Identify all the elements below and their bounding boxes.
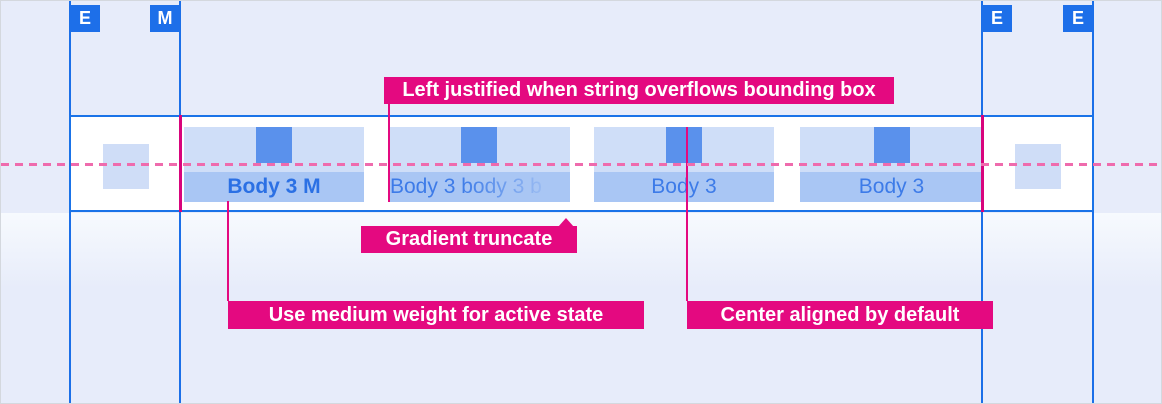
annotation-text: Gradient truncate xyxy=(385,228,553,250)
spacing-marker-m: M xyxy=(150,5,180,32)
tab-icon-placeholder-square-icon xyxy=(256,127,292,163)
annotation-overflow: Left justified when string overflows bou… xyxy=(384,77,894,104)
tab-label: Body 3 xyxy=(594,172,774,202)
background-fade xyxy=(1,213,1161,288)
annotation-gradient-truncate: Gradient truncate xyxy=(361,218,577,253)
spacing-marker-e-right-outer: E xyxy=(1063,5,1093,32)
tab-icon-placeholder-square-icon xyxy=(461,127,497,163)
leader-line-center-align xyxy=(686,127,688,301)
marker-label: E xyxy=(990,8,1003,28)
spacing-marker-e-right-inner: E xyxy=(982,5,1012,32)
marker-label: M xyxy=(157,8,173,28)
tab-label: Body 3 M xyxy=(184,172,364,202)
tab-icon-placeholder-square-icon xyxy=(873,127,910,163)
annotation-text: Center aligned by default xyxy=(720,303,960,326)
leading-placeholder-square-icon xyxy=(103,144,149,189)
tab-label-truncated: Body 3 body 3 b xyxy=(388,172,570,202)
tab-label: Body 3 xyxy=(800,172,983,202)
marker-label: E xyxy=(1071,8,1084,28)
annotation-active-weight: Use medium weight for active state xyxy=(228,301,644,329)
annotation-text: Use medium weight for active state xyxy=(268,303,604,326)
annotation-text: Left justified when string overflows bou… xyxy=(402,79,876,101)
baseline-dashed-line xyxy=(1,163,1161,166)
gradient-truncate-overlay xyxy=(460,172,570,202)
leader-line-overflow xyxy=(388,103,390,202)
leader-line-active-weight xyxy=(227,201,229,301)
marker-label: E xyxy=(78,8,91,28)
trailing-placeholder-square-icon xyxy=(1015,144,1061,189)
annotation-center-align: Center aligned by default xyxy=(687,301,993,329)
tab-body-3-second[interactable]: Body 3 xyxy=(800,127,983,202)
tab-icon-placeholder-square-icon xyxy=(666,127,702,163)
spacing-marker-e-left: E xyxy=(70,5,100,32)
